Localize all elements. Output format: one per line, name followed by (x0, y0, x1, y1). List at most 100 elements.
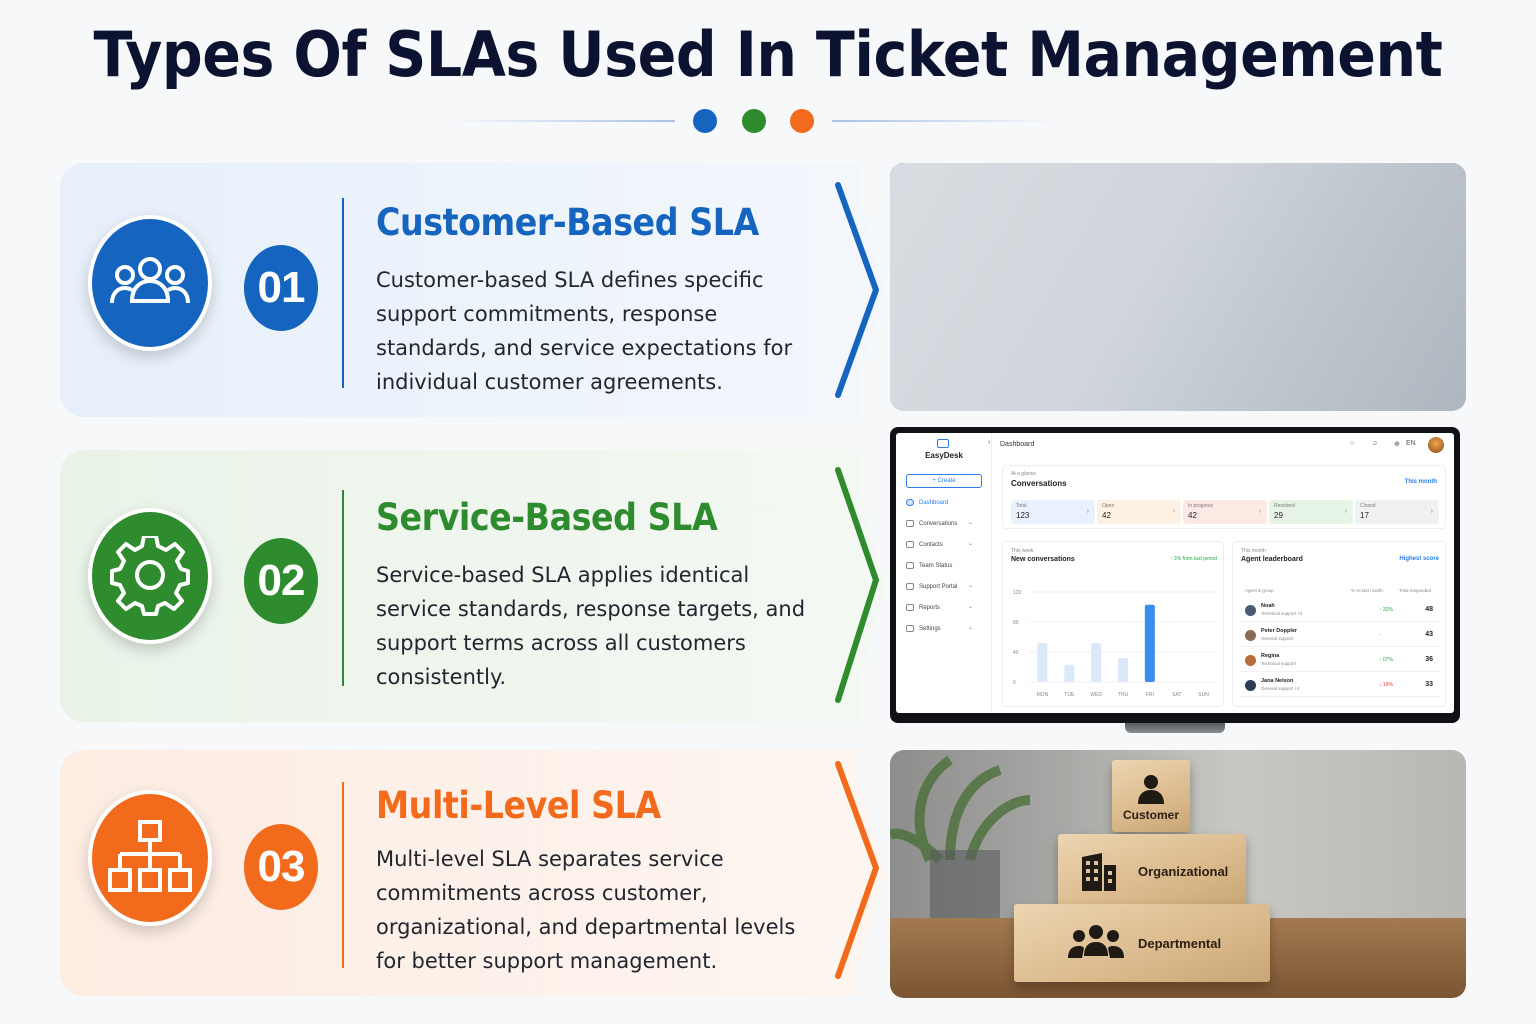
y-tick-label: 80 (1013, 620, 1019, 626)
total-responded: 33 (1425, 681, 1433, 688)
avatar (1245, 655, 1256, 666)
agent-name: Jana Nelson (1261, 678, 1294, 684)
chevron-down-icon: ⌄ (968, 583, 974, 589)
x-tick-label: TUE (1064, 692, 1075, 698)
new-conversations-chart: This week New conversations ↑ 3% from la… (1002, 541, 1224, 707)
nav-conversations[interactable]: Conversations (906, 520, 957, 527)
chevron-right-icon (808, 163, 886, 417)
chart-bar[interactable] (1037, 643, 1048, 682)
breadcrumb: Dashboard (1000, 441, 1035, 448)
language-selector[interactable]: EN (1406, 440, 1416, 447)
sla-section-service: 02 Service-Based SLA Service-based SLA a… (60, 427, 1470, 733)
avatar (1245, 680, 1256, 691)
chart-bar[interactable] (1118, 658, 1128, 682)
stat-value: 123 (1016, 511, 1030, 520)
divider-line-right (832, 120, 1057, 122)
search-icon[interactable]: ○ (1350, 440, 1355, 447)
total-responded: 48 (1425, 606, 1433, 613)
sort-dropdown[interactable]: Highest score (1399, 556, 1439, 562)
monitor-stand (1125, 723, 1225, 733)
x-tick-label: SAT (1172, 692, 1181, 698)
block-label: Departmental (1138, 935, 1222, 951)
stat-label: Resolved (1274, 503, 1295, 509)
portal-icon (906, 583, 914, 590)
block-customer: Customer (1112, 760, 1190, 832)
chevron-right-icon (808, 750, 886, 996)
stat-label: In progress (1188, 503, 1214, 509)
stat-label: Closed (1360, 503, 1376, 509)
icon-badge (85, 213, 215, 355)
nav-settings[interactable]: Settings (906, 625, 941, 632)
chevron-right-icon (808, 450, 886, 722)
chevron-left-icon[interactable]: ‹ (988, 439, 991, 446)
column-header: % vs last month (1351, 588, 1383, 593)
building-icon (1082, 853, 1116, 891)
globe-icon[interactable]: ⊕ (1394, 441, 1400, 448)
page-title: Types Of SLAs Used In Ticket Management (93, 18, 1443, 91)
wooden-blocks-photo: Customer Organizational Departmental (890, 750, 1466, 998)
y-tick-label: 40 (1013, 650, 1019, 656)
dashboard-monitor: EasyDesk + Create Dashboard Conversation… (890, 427, 1460, 733)
x-tick-label: MON (1037, 692, 1049, 698)
contacts-icon (906, 541, 914, 548)
chart-bar[interactable] (1091, 643, 1102, 682)
users-group-icon (110, 257, 190, 304)
nav-contacts[interactable]: Contacts (906, 541, 943, 548)
total-responded: 36 (1425, 656, 1433, 663)
section-description: Service-based SLA applies identical serv… (376, 563, 806, 689)
section-divider (342, 782, 344, 968)
dashboard-topbar: ‹ Dashboard ○ ♫ ⊕ EN (988, 433, 1454, 457)
leaderboard-title: Agent leaderboard (1241, 556, 1303, 563)
stat-label: Open (1102, 503, 1115, 509)
chart-bar[interactable] (1064, 664, 1075, 682)
person-icon (1138, 775, 1164, 804)
nav-reports[interactable]: Reports (906, 604, 940, 611)
section-divider (342, 490, 344, 686)
agent-leaderboard: This month Agent leaderboard Highest sco… (1232, 541, 1446, 707)
section-title: Customer-Based SLA (376, 201, 759, 244)
nav-dashboard[interactable]: Dashboard (906, 499, 948, 506)
nav-team-status[interactable]: Team Status (906, 562, 952, 569)
section-number: 03 (244, 824, 318, 910)
create-button[interactable]: + Create (906, 474, 982, 488)
section-title: Service-Based SLA (376, 496, 718, 539)
stat-card[interactable]: Resolved 29 › (1269, 500, 1353, 524)
chevron-right-icon: › (1344, 508, 1347, 515)
leaderboard-subtitle: This month (1241, 548, 1266, 554)
bell-icon[interactable]: ♫ (1372, 440, 1378, 447)
chart-delta: ↑ 3% from last period (1170, 556, 1217, 562)
team-icon (906, 562, 914, 569)
agent-group: Technical support (1261, 661, 1297, 666)
stat-value: 29 (1274, 511, 1283, 520)
percent-change: ↓ 19% (1379, 682, 1393, 688)
glance-subtitle: At a glance (1011, 471, 1037, 477)
chart-bar[interactable] (1144, 604, 1155, 682)
x-tick-label: WED (1090, 692, 1102, 698)
chevron-down-icon: ⌄ (968, 520, 974, 526)
range-dropdown[interactable]: This month (1404, 479, 1437, 485)
gear-icon (110, 536, 190, 616)
title-divider (0, 108, 1536, 134)
section-title: Multi-Level SLA (376, 784, 661, 827)
dashboard-icon (906, 499, 914, 506)
percent-change: ↑ 32% (1379, 607, 1393, 613)
block-departmental: Departmental (1014, 904, 1270, 982)
y-tick-label: 0 (1013, 680, 1016, 686)
nav-support-portal[interactable]: Support Portal (906, 583, 957, 590)
block-label: Organizational (1138, 863, 1229, 879)
avatar[interactable] (1428, 437, 1444, 453)
chevron-down-icon: ⌄ (968, 625, 974, 631)
chevron-down-icon: ⌄ (968, 604, 974, 610)
chevron-right-icon: › (1430, 508, 1433, 515)
chart-title: New conversations (1011, 556, 1075, 563)
avatar (1245, 630, 1256, 641)
